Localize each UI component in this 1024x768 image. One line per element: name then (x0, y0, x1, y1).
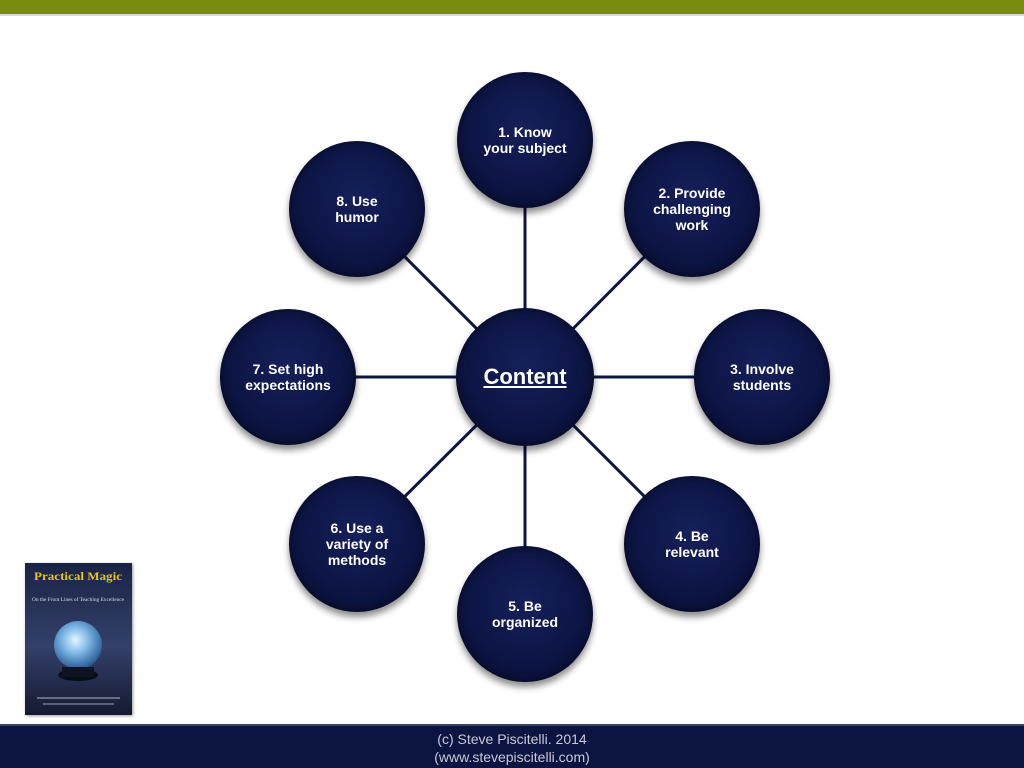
node-label: 7. Set high expectations (245, 361, 331, 393)
footer-copyright: (c) Steve Piscitelli. 2014 (www.stevepis… (0, 730, 1024, 766)
footer-line-2: (www.stevepiscitelli.com) (434, 749, 590, 765)
node-use-humor: 8. Use humor (289, 141, 425, 277)
node-label: 1. Know your subject (483, 124, 567, 156)
top-accent-bar-shadow (0, 14, 1024, 16)
center-node-content: Content (456, 308, 594, 446)
footer-bar: (c) Steve Piscitelli. 2014 (www.stevepis… (0, 724, 1024, 768)
node-provide-challenging-work: 2. Provide challenging work (624, 141, 760, 277)
top-accent-bar (0, 0, 1024, 14)
node-label: 6. Use a variety of methods (325, 520, 389, 568)
node-label: 8. Use humor (335, 193, 379, 225)
node-be-organized: 5. Be organized (457, 546, 593, 682)
node-be-relevant: 4. Be relevant (624, 476, 760, 612)
book-subtitle: On the Front Lines of Teaching Excellenc… (32, 596, 125, 603)
node-set-high-expectations: 7. Set high expectations (220, 309, 356, 445)
center-node-label: Content (483, 364, 567, 389)
node-label: 2. Provide challenging work (653, 185, 731, 233)
node-label: 3. Involve students (730, 361, 794, 393)
node-label: 4. Be relevant (665, 528, 719, 560)
node-use-variety-of-methods: 6. Use a variety of methods (289, 476, 425, 612)
book-cover-image: Practical Magic On the Front Lines of Te… (25, 563, 132, 715)
node-know-your-subject: 1. Know your subject (457, 72, 593, 208)
footer-line-1: (c) Steve Piscitelli. 2014 (437, 731, 587, 747)
book-title: Practical Magic (34, 569, 123, 583)
node-label: 5. Be organized (491, 598, 559, 630)
node-involve-students: 3. Involve students (694, 309, 830, 445)
